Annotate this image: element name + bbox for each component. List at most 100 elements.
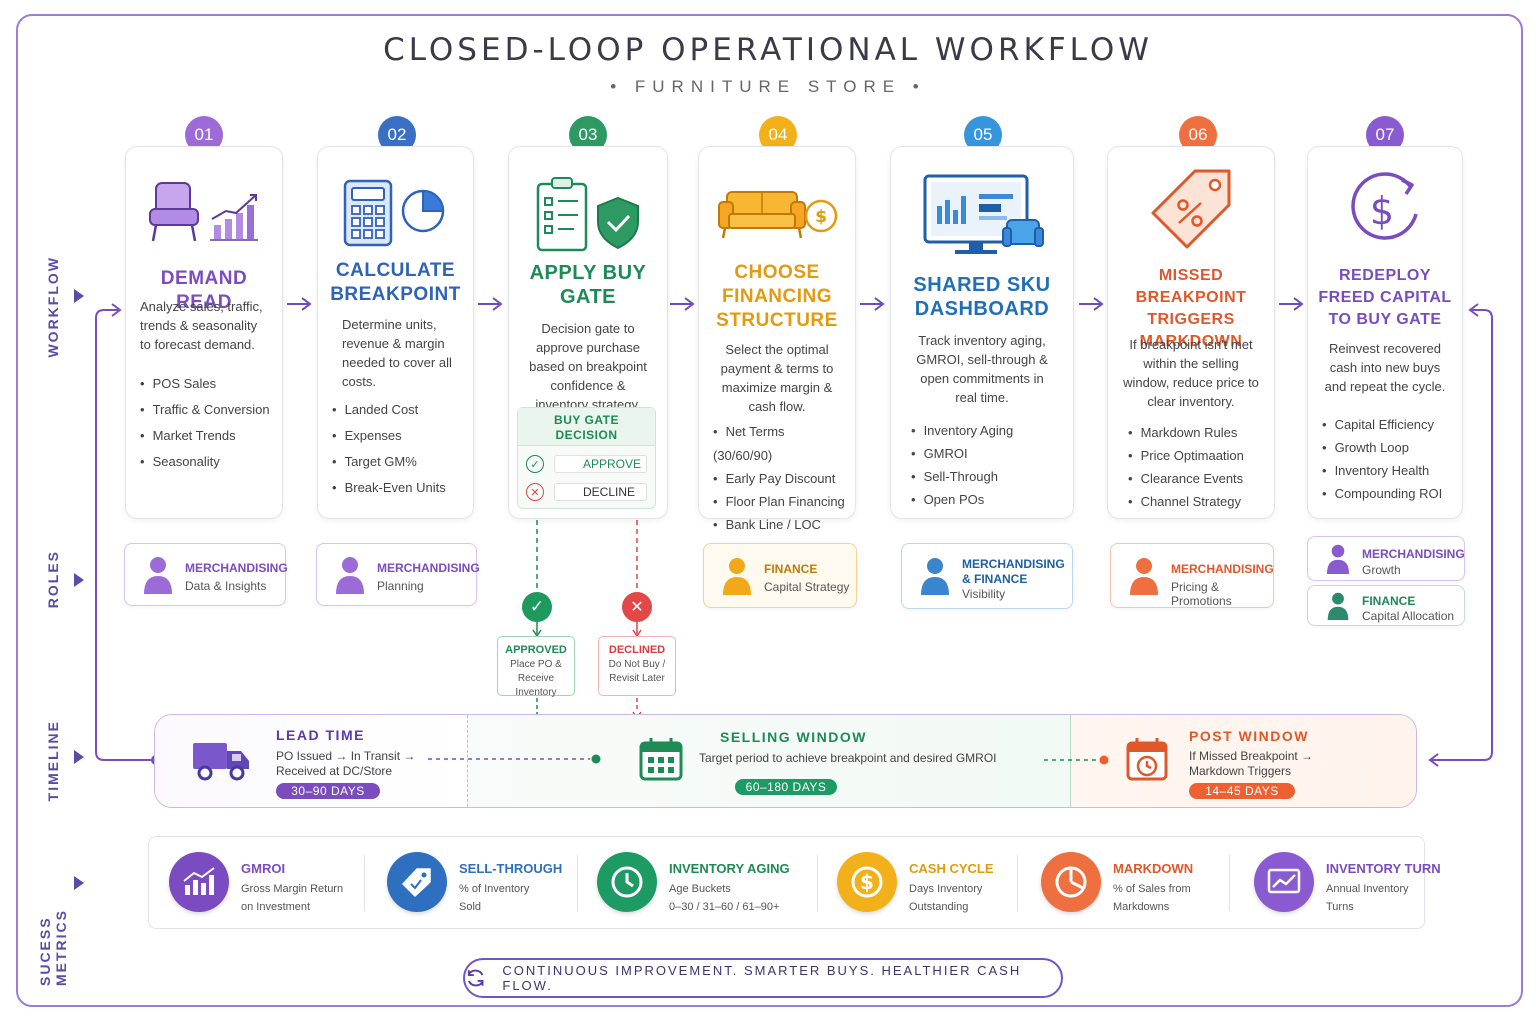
clock-icon [597, 852, 657, 912]
role-card-finance-capital: FINANCE Capital Strategy [703, 543, 857, 608]
arrow-right-icon [287, 297, 312, 311]
bullet-item: Break-Even Units [332, 476, 465, 500]
role-card-merch-pricing: MERCHANDISING Pricing & Promotions [1110, 543, 1274, 608]
bullet-item: POS Sales [140, 372, 274, 396]
bullet-item: Floor Plan Financing [713, 490, 847, 514]
step-card-redeploy-capital: $ REDEPLOY FREED CAPITAL TO BUY GATE Rei… [1307, 146, 1463, 519]
bullet-item: Markdown Rules [1128, 421, 1266, 445]
bullet-item: Price Optimaation [1128, 444, 1266, 468]
outer-frame [16, 14, 1523, 1007]
bullet-item: Seasonality [140, 450, 274, 474]
step-title: APPLY BUY GATE [529, 262, 647, 308]
dollar-cycle-icon: $ [1308, 163, 1462, 259]
selling-window-pill: 60–180 DAYS [735, 779, 837, 795]
step-desc: Select the optimal payment & terms to ma… [720, 342, 834, 414]
bullet-item: Market Trends [140, 424, 274, 448]
bullet-item: Inventory Aging [911, 419, 1065, 443]
bullet-item: Target GM% [332, 450, 465, 474]
person-icon [1327, 592, 1349, 620]
step-title: REDEPLOY FREED CAPITAL TO BUY GATE [1318, 267, 1452, 328]
sofa-dollar-icon: $ [699, 165, 855, 261]
step-card-calculate-breakpoint: CALCULATE BREAKPOINT Determine units, re… [317, 146, 474, 519]
arrow-right-icon [860, 297, 885, 311]
bullet-item: Clearance Events [1128, 467, 1266, 491]
price-tag-percent-icon [1108, 163, 1274, 259]
bullet-item: Early Pay Discount [713, 467, 847, 491]
arrow-right-icon [670, 297, 695, 311]
step-desc: Analyze sales, traffic, trends & seasona… [140, 299, 263, 352]
page-title: CLOSED-LOOP OPERATIONAL WORKFLOW [383, 32, 1153, 68]
arrow-right-icon [478, 297, 503, 311]
bullet-item: Growth Loop [1322, 436, 1454, 460]
trend-line-icon [1254, 852, 1314, 912]
person-icon [921, 558, 949, 595]
step-title: CHOOSE FINANCING STRUCTURE [716, 262, 838, 331]
buy-gate-header: BUY GATE DECISION [518, 408, 655, 446]
svg-text:$: $ [860, 870, 874, 894]
role-card-merch-finance-visibility: MERCHANDISING & FINANCE Visibility [901, 543, 1073, 609]
bullet-item: Net Terms (30/60/90) [713, 420, 847, 468]
step-card-missed-breakpoint: MISSED BREAKPOINT TRIGGERS MARKDOWN If b… [1107, 146, 1275, 519]
arrow-right-icon [1279, 297, 1304, 311]
step-title: MISSED BREAKPOINT TRIGGERS MARKDOWN [1135, 267, 1247, 350]
arrow-right-icon [1079, 297, 1104, 311]
svg-text:$: $ [1370, 189, 1394, 233]
approve-option[interactable]: ✓ APPROVE [526, 454, 647, 474]
decline-option[interactable]: ✕ DECLINE [526, 482, 647, 502]
declined-x-icon: ✕ [622, 592, 652, 622]
pie-chart-icon [1041, 852, 1101, 912]
step-card-choose-financing: $ CHOOSE FINANCING STRUCTURE Select the … [698, 146, 856, 532]
bullet-item: Bank Line / LOC [713, 513, 847, 537]
bullet-item: Traffic & Conversion [140, 398, 274, 422]
timeline-post-window: POST WINDOW If Missed Breakpoint → Markd… [1071, 715, 1416, 807]
role-card-finance-allocation: FINANCE Capital Allocation [1307, 585, 1465, 626]
role-card-merch-data: MERCHANDISING Data & Insights [124, 543, 288, 606]
bullet-item: Open POs [911, 488, 1065, 512]
bullet-item: Capital Efficiency [1322, 413, 1454, 437]
footer-text: CONTINUOUS IMPROVEMENT. SMARTER BUYS. HE… [502, 963, 1022, 993]
step-bullets: Net Terms (30/60/90) Early Pay Discount … [713, 420, 847, 537]
person-icon [336, 556, 364, 594]
role-card-merch-planning: MERCHANDISING Planning [316, 543, 480, 606]
lead-time-pill: 30–90 DAYS [276, 783, 380, 799]
step-title: DEMAND READ [160, 268, 248, 313]
bullet-item: Compounding ROI [1322, 482, 1454, 506]
step-bullets: Inventory Aging GMROI Sell-Through Open … [911, 419, 1065, 512]
step-desc: Track inventory aging, GMROI, sell-throu… [916, 333, 1048, 405]
declined-box: DECLINED Do Not Buy / Revisit Later [598, 636, 676, 696]
timeline-selling-window: SELLING WINDOW Target period to achieve … [467, 715, 1071, 807]
monitor-dashboard-icon [891, 167, 1073, 263]
step-card-shared-sku-dashboard: SHARED SKU DASHBOARD Track inventory agi… [890, 146, 1074, 519]
approved-box: APPROVED Place PO & Receive Inventory [497, 636, 575, 698]
step-bullets: Capital Efficiency Growth Loop Inventory… [1322, 413, 1454, 506]
step-bullets: POS Sales Traffic & Conversion Market Tr… [140, 372, 274, 474]
side-arrow-timeline [74, 750, 84, 764]
page-subtitle: • FURNITURE STORE • [610, 77, 926, 96]
calendar-icon [639, 738, 683, 781]
bullet-item: Sell-Through [911, 465, 1065, 489]
step-card-demand-read: DEMAND READ Analyze sales, traffic, tren… [125, 146, 283, 519]
check-icon: ✓ [526, 455, 544, 473]
step-desc: Determine units, revenue & margin needed… [342, 317, 452, 389]
role-card-merch-growth: MERCHANDISING Growth [1307, 536, 1465, 581]
calculator-pie-icon [318, 165, 473, 261]
approved-check-icon: ✓ [522, 592, 552, 622]
clipboard-shield-icon [509, 167, 667, 263]
timeline-lead-time: LEAD TIME PO Issued → In Transit → Recei… [155, 715, 467, 807]
step-desc: If breakpoint isn't met within the selli… [1123, 337, 1259, 409]
step-bullets: Markdown Rules Price Optimaation Clearan… [1128, 421, 1266, 514]
footer-banner: CONTINUOUS IMPROVEMENT. SMARTER BUYS. HE… [463, 958, 1063, 998]
buy-gate-decision-box: BUY GATE DECISION ✓ APPROVE ✕ DECLINE [517, 407, 656, 509]
step-title: CALCULATE BREAKPOINT [330, 260, 461, 305]
side-arrow-workflow [74, 289, 84, 303]
post-window-pill: 14–45 DAYS [1189, 783, 1295, 799]
bullet-item: Channel Strategy [1128, 490, 1266, 514]
dollar-coin-icon: $ [837, 852, 897, 912]
